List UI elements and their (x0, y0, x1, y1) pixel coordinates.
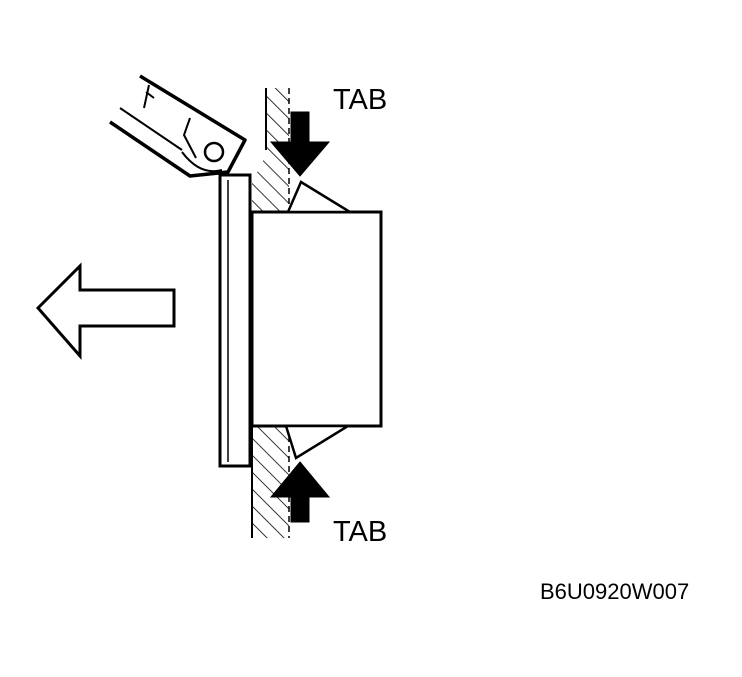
tool-pivot-icon (203, 141, 225, 163)
panel-hatch-upper (252, 88, 289, 212)
component-flange (218, 173, 252, 468)
tab-label-top: TAB (333, 84, 388, 116)
tab-press-down-arrow-icon (269, 111, 331, 177)
removal-tool (109, 74, 247, 178)
removal-direction-arrow-icon (35, 262, 176, 360)
figure-code: B6U0920W007 (540, 579, 690, 604)
component-body (250, 210, 383, 428)
panel-hatch-lower (252, 426, 289, 538)
tab-label-bottom: TAB (333, 516, 388, 548)
tab-press-up-arrow-icon (269, 461, 331, 523)
retaining-tab-upper (286, 180, 355, 214)
panel-section (251, 88, 290, 538)
retaining-tab-lower (284, 424, 353, 460)
